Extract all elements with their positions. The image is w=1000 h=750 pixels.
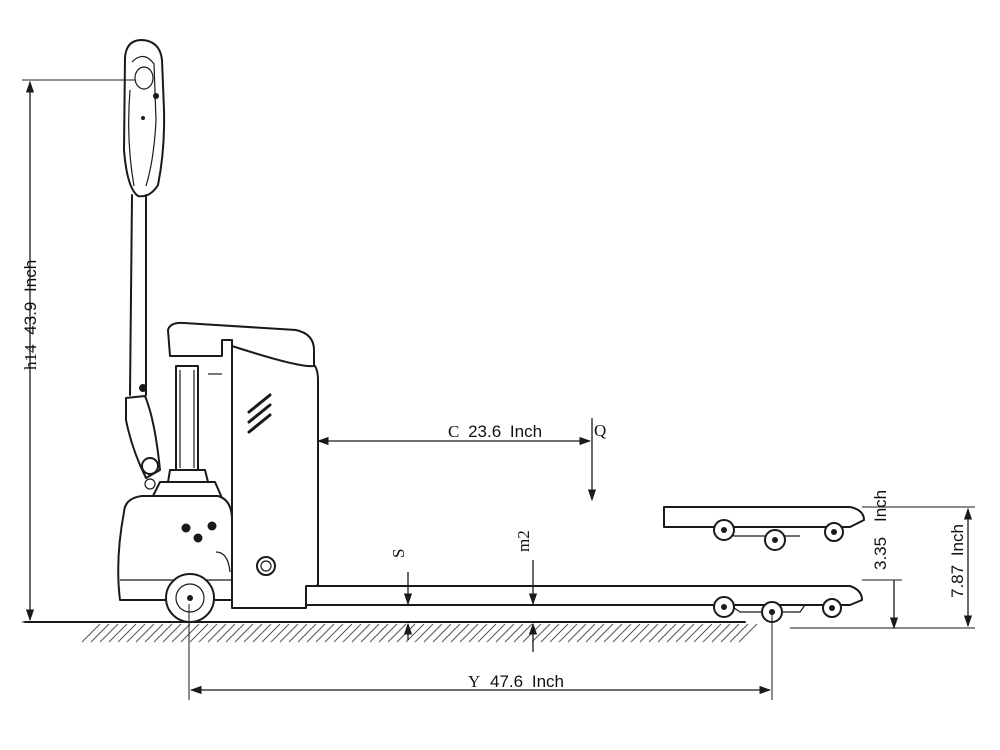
fork-clearance-symbol: S xyxy=(389,549,408,558)
svg-text:7.87 Inch: 7.87 Inch xyxy=(948,524,967,598)
raised-height-unit: Inch xyxy=(948,524,967,556)
dimension-wheelbase: Y 47.6 Inch xyxy=(188,604,773,700)
svg-text:Y 47.6 Inch: Y 47.6 Inch xyxy=(468,672,564,691)
dimension-fork-clearance: S xyxy=(389,549,413,640)
tiller-handle xyxy=(123,39,166,490)
load-center-unit: Inch xyxy=(510,422,542,441)
dimension-lift-height: 3.35 Inch xyxy=(862,490,902,630)
lift-height-unit: Inch xyxy=(871,490,890,522)
svg-text:h14 43.9 Inch: h14 43.9 Inch xyxy=(21,260,40,370)
drive-unit xyxy=(117,495,233,601)
wheelbase-symbol: Y xyxy=(468,672,480,691)
svg-text:3.35: 3.35 xyxy=(871,537,890,570)
height-unit: Inch xyxy=(21,260,40,292)
chassis-body xyxy=(231,344,319,609)
fork-lowered xyxy=(305,585,863,623)
height-symbol: h14 xyxy=(21,344,40,370)
vent-slots xyxy=(247,393,272,434)
load-center-value: 23.6 xyxy=(468,422,501,441)
lift-cylinder xyxy=(151,365,223,499)
load-center-symbol: C xyxy=(448,422,459,441)
ground-clearance-symbol: m2 xyxy=(514,530,533,552)
top-cover xyxy=(167,321,315,368)
drive-wheel xyxy=(165,573,215,623)
svg-text:Inch: Inch xyxy=(871,490,890,522)
wheelbase-unit: Inch xyxy=(532,672,564,691)
load-marker-symbol: Q xyxy=(594,421,606,440)
wheelbase-value: 47.6 xyxy=(490,672,523,691)
dimension-load-center: C 23.6 Inch Q xyxy=(316,418,606,502)
lift-height-value: 3.35 xyxy=(871,537,890,570)
dimension-ground-clearance: m2 xyxy=(514,530,538,652)
raised-height-value: 7.87 xyxy=(948,565,967,598)
ground xyxy=(24,621,758,643)
dimension-raised-height: 7.87 Inch xyxy=(790,506,975,629)
height-value: 43.9 xyxy=(21,302,40,335)
dimension-height: h14 43.9 Inch xyxy=(21,79,135,623)
fork-raised xyxy=(663,506,865,551)
key-switch-icon xyxy=(256,556,276,576)
svg-text:C 23.6 Inch: C 23.6 Inch xyxy=(448,422,542,441)
